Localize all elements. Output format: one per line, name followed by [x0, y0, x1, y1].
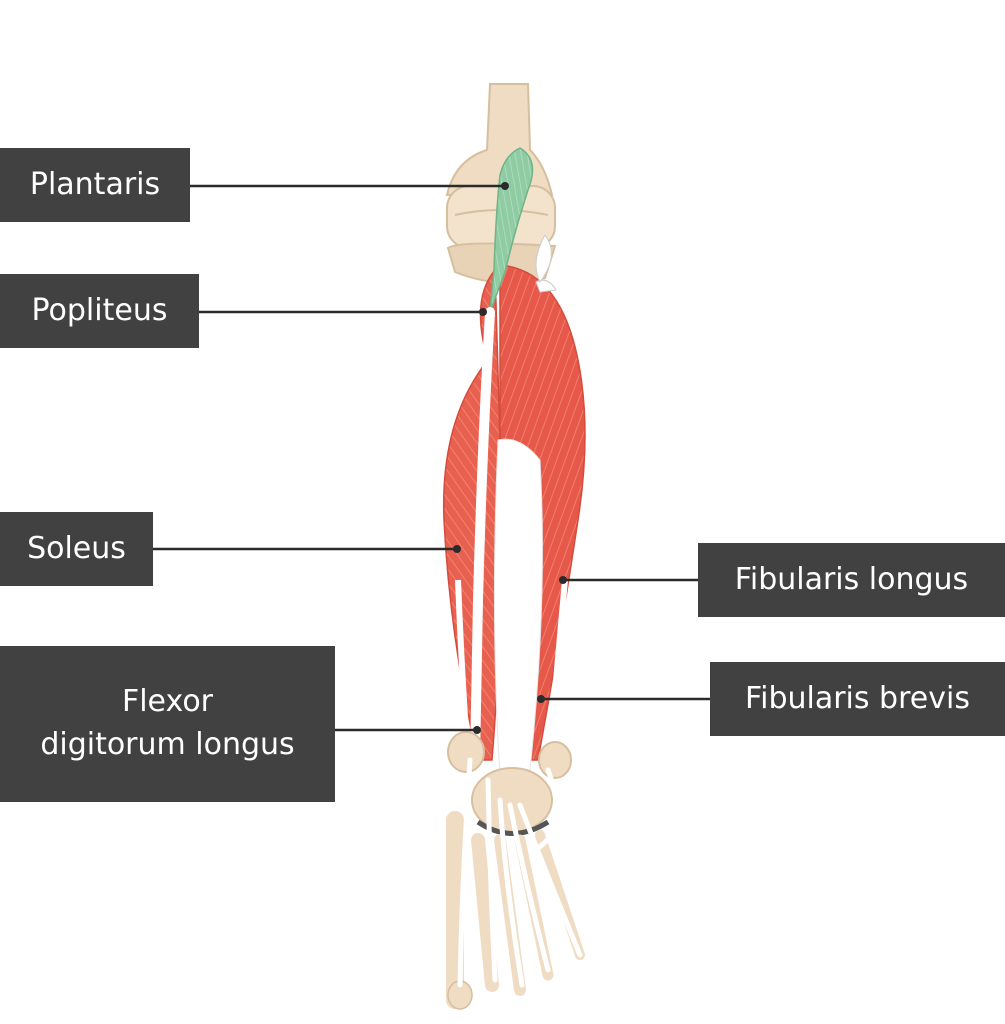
label-fibularis-longus: Fibularis longus	[698, 543, 1005, 617]
popliteus-muscle	[535, 234, 557, 293]
label-plantaris: Plantaris	[0, 148, 190, 222]
toe-tendons	[457, 757, 583, 988]
leader-dot-soleus	[453, 545, 461, 553]
heel-bones	[447, 731, 572, 836]
label-flexor-digitorum-longus-line2: digitorum longus	[40, 727, 295, 762]
label-plantaris-text: Plantaris	[29, 166, 161, 202]
leader-dot-fibularis-brevis	[537, 695, 545, 703]
leader-dot-plantaris	[501, 182, 509, 190]
leader-lines	[153, 182, 710, 734]
label-fibularis-brevis-text: Fibularis brevis	[745, 680, 970, 716]
leader-dot-popliteus	[479, 308, 487, 316]
label-popliteus-text: Popliteus	[31, 292, 168, 328]
label-popliteus: Popliteus	[0, 274, 199, 348]
label-fibularis-brevis: Fibularis brevis	[710, 662, 1005, 736]
label-flexor-digitorum-longus: Flexor digitorum longus	[0, 646, 335, 802]
calcaneal-tendon	[455, 307, 568, 776]
leader-dot-fibularis-longus	[559, 576, 567, 584]
label-fibularis-longus-text: Fibularis longus	[734, 561, 969, 597]
label-soleus-text: Soleus	[27, 530, 126, 566]
label-soleus: Soleus	[0, 512, 153, 586]
leader-dot-flexor-digitorum-longus	[473, 726, 481, 734]
label-flexor-digitorum-longus-line1: Flexor	[121, 684, 214, 720]
